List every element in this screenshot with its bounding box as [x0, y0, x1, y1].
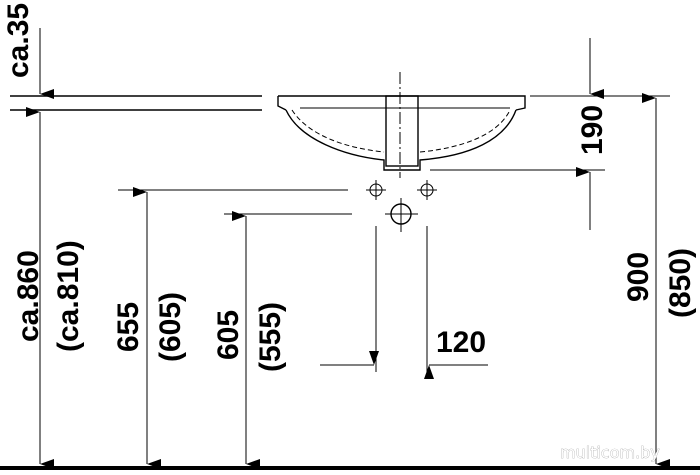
label-floor-to-rim: ca.860 [12, 250, 45, 342]
label-drain-height-alt: (605) [154, 292, 187, 362]
label-drain-height: 655 [112, 302, 145, 352]
drain-outlet [385, 198, 418, 232]
watermark: multicom.by [560, 443, 660, 462]
basin-profile [277, 95, 526, 171]
tap-hole-right [417, 180, 437, 200]
label-rim-height: 900 [622, 252, 655, 302]
label-top-gap: ca.35 [2, 3, 35, 78]
label-tap-height: 605 [212, 310, 245, 360]
label-floor-to-rim-alt: (ca.810) [52, 240, 85, 352]
floor-line [0, 466, 700, 470]
label-bowl-depth: 190 [576, 105, 609, 155]
label-tap-height-alt: (555) [254, 302, 287, 372]
label-hole-spacing: 120 [436, 326, 486, 359]
label-rim-height-alt: (850) [664, 248, 697, 318]
tap-hole-left [366, 180, 386, 200]
